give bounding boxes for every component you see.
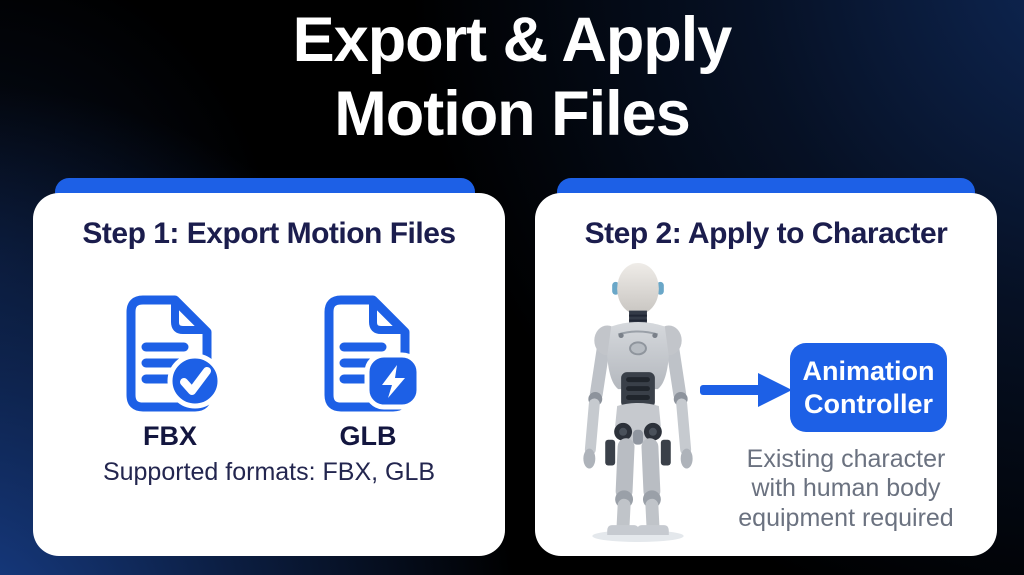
step1-caption: Supported formats: FBX, GLB <box>102 458 436 486</box>
format-glb: GLB <box>317 295 419 452</box>
arrow-right-icon <box>700 373 792 407</box>
document-check-icon <box>126 295 221 412</box>
step1-heading: Step 1: Export Motion Files <box>82 217 456 250</box>
step2-card: Step 2: Apply to Character <box>535 193 997 556</box>
step2-heading: Step 2: Apply to Character <box>584 217 948 250</box>
format-fbx: FBX <box>119 295 221 452</box>
page-title: Export & Apply Motion Files <box>0 4 1024 151</box>
format-label-fbx: FBX <box>143 421 197 451</box>
animation-controller-button[interactable]: Animation Controller <box>790 343 947 432</box>
step2-caption: Existing character with human body equip… <box>738 445 954 532</box>
page-title-line2: Motion Files <box>334 78 690 149</box>
formats-row: FBX GLB <box>33 295 505 452</box>
document-bolt-icon <box>324 295 419 412</box>
page-title-line1: Export & Apply <box>292 5 733 75</box>
step1-card: Step 1: Export Motion Files FBX <box>33 193 505 556</box>
format-label-glb: GLB <box>339 421 397 451</box>
humanoid-robot-image <box>583 262 693 543</box>
